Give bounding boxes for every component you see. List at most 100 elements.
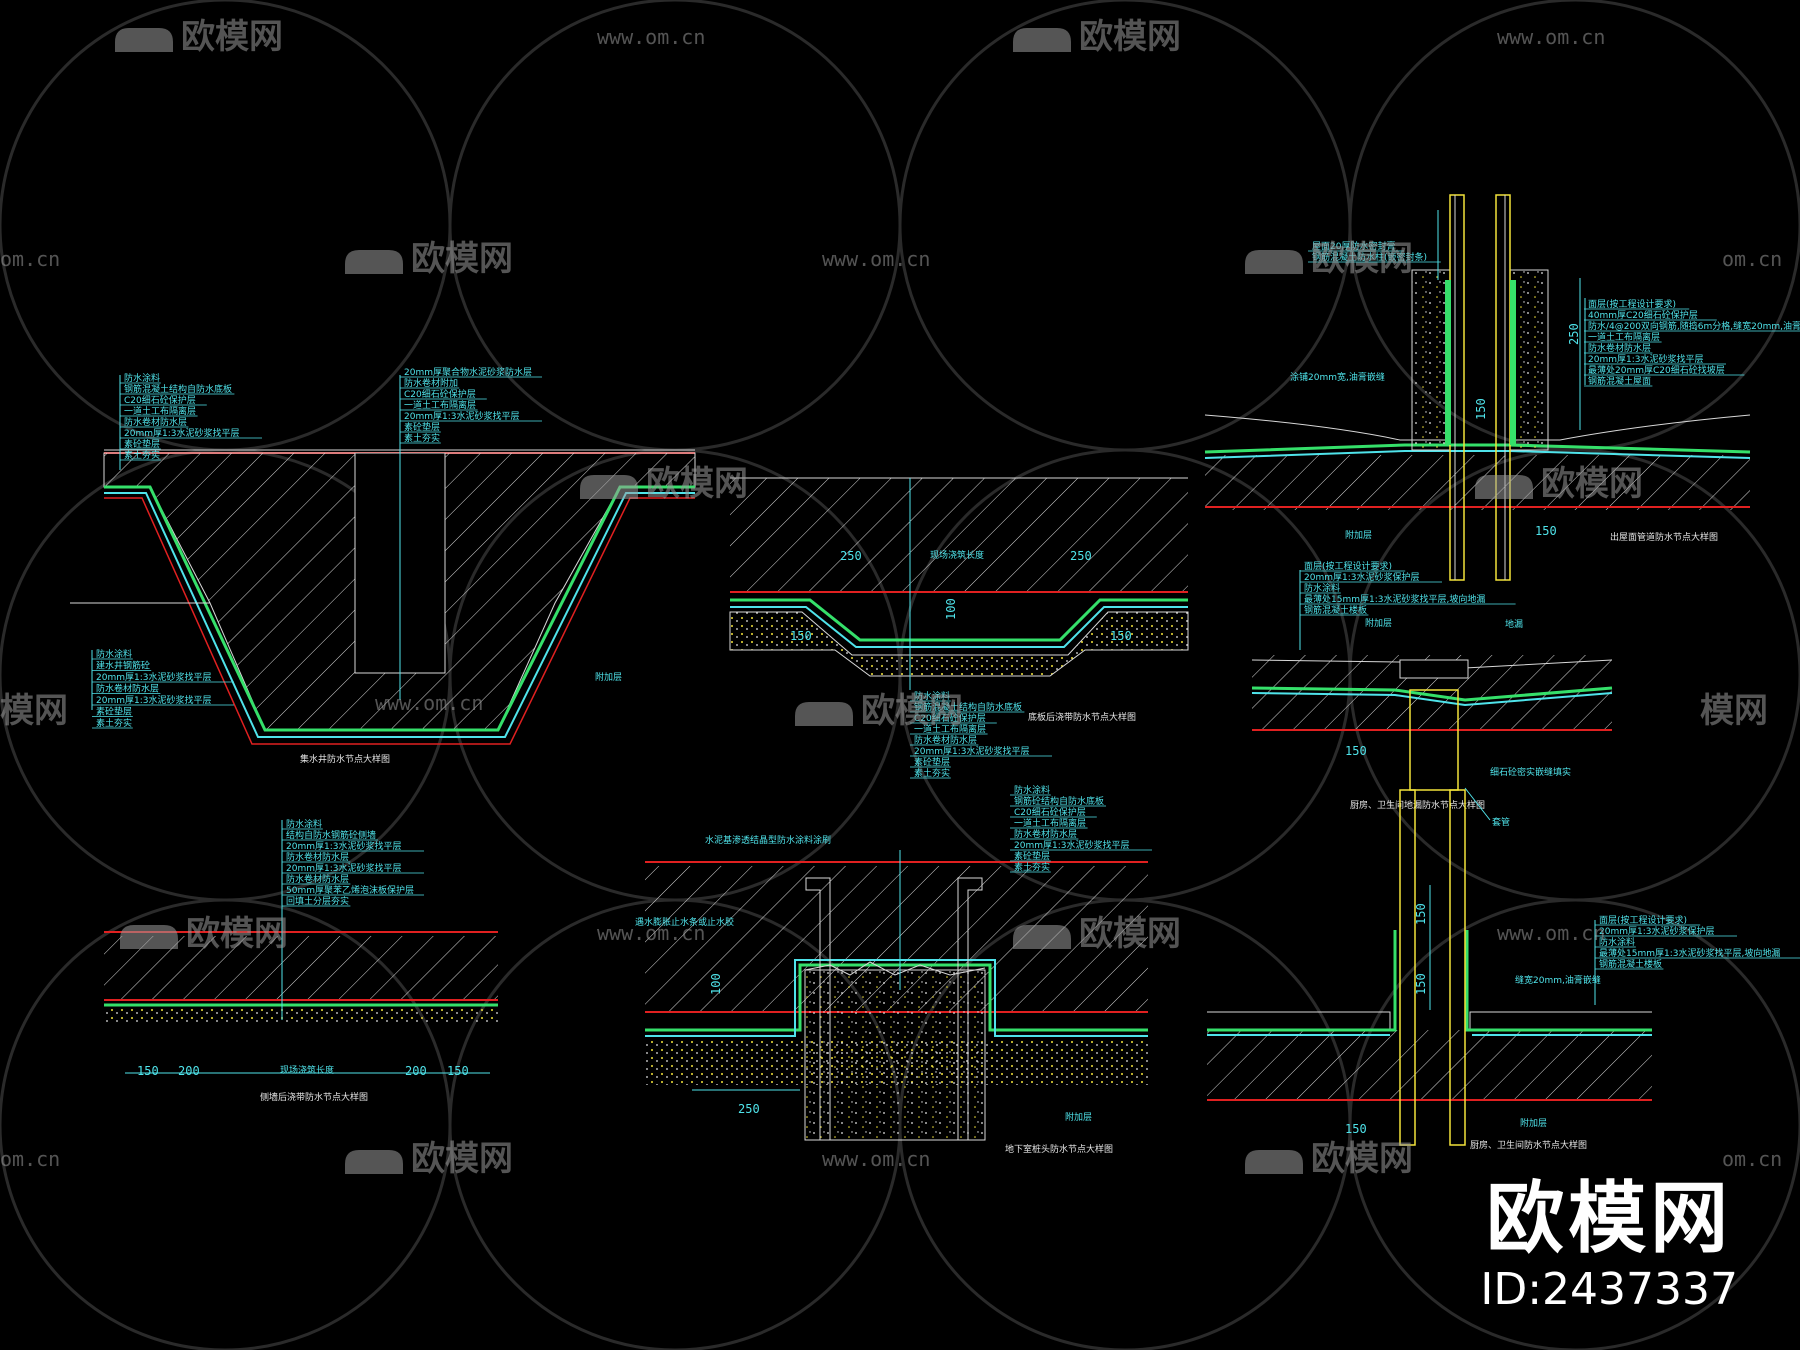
watermark-text: www.om.cn — [1497, 921, 1605, 945]
slab-dim-1: 250 — [840, 549, 862, 563]
watermark-text: 模网 — [1700, 691, 1768, 731]
wall-dim-4: 200 — [405, 1064, 427, 1078]
leader-label: 素土夯实 — [404, 432, 440, 444]
watermark-text: www.om.cn — [375, 691, 483, 715]
leader-label: 防水涂料 — [914, 690, 950, 702]
leader-label: 20mm厚1:3水泥砂浆保护层 — [1599, 925, 1714, 937]
leader-label: 20mm厚1:3水泥砂浆找平层 — [1588, 353, 1703, 365]
leader-label: C20细石砼保护层 — [1014, 806, 1086, 818]
leader-label: 一道土工布隔离层 — [1588, 331, 1660, 343]
wetpipe-dim-2: 150 — [1414, 973, 1428, 995]
leader-label: C20细石砼保护层 — [124, 394, 196, 406]
brand-name: 欧模网 — [1486, 1173, 1733, 1264]
leader-label: 一道土工布隔离层 — [914, 723, 986, 735]
wall-dim-5: 150 — [447, 1064, 469, 1078]
pile-leaders: 防水涂料钢筋砼结构自防水底板C20细石砼保护层一道土工布隔离层防水卷材防水层20… — [1010, 784, 1152, 873]
leader-label: 50mm厚聚苯乙烯泡沫板保护层 — [286, 884, 414, 896]
slab-title: 底板后浇带防水节点大样图 — [1028, 711, 1136, 723]
watermark-text: om.cn — [0, 247, 60, 271]
pile-dim-2: 250 — [738, 1102, 760, 1116]
watermark-logo — [115, 28, 173, 52]
leader-label: 钢筋混凝土屋面 — [1588, 375, 1651, 387]
leader-label: 回填土分层夯实 — [286, 895, 349, 907]
watermark-circle — [1348, 898, 1800, 1350]
leader-label: 钢筋砼结构自防水底板 — [1014, 795, 1104, 807]
pipe-extra-label: 附加层 — [1345, 529, 1372, 541]
pile-label-right: 附加层 — [1065, 1111, 1092, 1123]
drain-dim: 150 — [1345, 744, 1367, 758]
leader-label: 屋面20厚防水密封膏 — [1312, 240, 1395, 252]
pipe-dim-1: 250 — [1567, 323, 1581, 345]
leader-label: 最薄处15mm厚1:3水泥砂浆找平层,坡向地漏 — [1304, 593, 1485, 605]
leader-label: 建水井钢筋砼 — [96, 660, 150, 672]
watermark-text: 欧模网 — [1541, 464, 1643, 504]
brand-badge: 欧模网 ID:2437337 — [1480, 1180, 1738, 1314]
detail-post-pour-slab: 250 250 150 150 100 现场浇筑长度 底板后浇带防水节点大样图 … — [729, 477, 1189, 779]
wall-dim-2: 200 — [178, 1064, 200, 1078]
wall-dim-3: 现场浇筑长度 — [280, 1064, 334, 1076]
watermark-text: www.om.cn — [1497, 25, 1605, 49]
watermark-logo — [345, 1150, 403, 1174]
watermark-text: www.om.cn — [822, 247, 930, 271]
detail-post-pour-wall: 150 200 现场浇筑长度 200 150 侧墙后浇带防水节点大样图 防水涂料… — [104, 818, 498, 1103]
detail-pipe-roof: 250 150 150 涂铺20mm宽,油膏嵌缝 附加层 出屋面管道防水节点大样… — [1204, 194, 1800, 581]
wall-dim-1: 150 — [137, 1064, 159, 1078]
leader-label: 素土夯实 — [124, 449, 160, 461]
leader-label: 20mm厚1:3水泥砂浆找平层 — [96, 671, 211, 683]
slab-dim-2: 250 — [1070, 549, 1092, 563]
pit-leaders-top: 防水涂料钢筋混凝土结构自防水底板C20细石砼保护层一道土工布隔离层防水卷材防水层… — [120, 372, 262, 461]
watermark-logo — [580, 475, 638, 499]
watermark-text: om.cn — [1722, 247, 1782, 271]
slab-center-label: 现场浇筑长度 — [930, 549, 984, 561]
leader-label: 防水涂料 — [1599, 936, 1635, 948]
wall-title: 侧墙后浇带防水节点大样图 — [260, 1091, 368, 1103]
watermark-circle — [898, 0, 1352, 452]
wetpipe-title: 厨房、卫生间防水节点大样图 — [1470, 1139, 1587, 1151]
pipe-leaders-right: 面层(按工程设计要求)40mm厚C20细石砼保护层防水/4@200双向钢筋,随捣… — [1584, 298, 1800, 387]
leader-label: 面层(按工程设计要求) — [1304, 560, 1392, 572]
pipe-title: 出屋面管道防水节点大样图 — [1610, 531, 1718, 543]
leader-label: 防水卷材防水层 — [1014, 828, 1077, 840]
leader-label: 防水涂料 — [1304, 582, 1340, 594]
pit-leaders-mid: 20mm厚聚合物水泥砂浆防水层防水卷材附加C20细石砼保护层一道土工布隔离层20… — [400, 366, 542, 444]
watermark-text: 欧模网 — [411, 239, 513, 279]
watermark-logo — [120, 925, 178, 949]
leader-label: 面层(按工程设计要求) — [1599, 914, 1687, 926]
leader-label: 20mm厚1:3水泥砂浆找平层 — [124, 427, 239, 439]
watermark-text: 欧模网 — [1079, 914, 1181, 954]
leader-label: 素砼垫层 — [404, 421, 440, 433]
watermark-text: 欧模网 — [1079, 17, 1181, 57]
leader-label: 一道土工布隔离层 — [124, 405, 196, 417]
leader-label: 20mm厚1:3水泥砂浆找平层 — [96, 694, 211, 706]
leader-label: 钢筋混凝土结构自防水底板 — [914, 701, 1022, 713]
detail-pit: 集水井防水节点大样图 防水涂料钢筋混凝土结构自防水底板C20细石砼保护层一道土工… — [70, 366, 696, 765]
leader-label: C20细石砼保护层 — [404, 388, 476, 400]
slab-leaders: 防水涂料钢筋混凝土结构自防水底板C20细石砼保护层一道土工布隔离层防水卷材防水层… — [910, 690, 1052, 779]
detail-drain: 150 附加层 地漏 细石砼密实嵌缝填实 厨房、卫生间地漏防水节点大样图 面层(… — [1251, 560, 1613, 811]
drain-title: 厨房、卫生间地漏防水节点大样图 — [1350, 799, 1485, 811]
leader-label: 钢筋混凝土楼板 — [1599, 958, 1662, 970]
leader-label: 素砼垫层 — [96, 706, 132, 718]
leader-label: 防水卷材防水层 — [96, 683, 159, 695]
pipe-leader-left: 涂铺20mm宽,油膏嵌缝 — [1290, 371, 1385, 383]
watermark-text: om.cn — [1722, 1147, 1782, 1171]
watermark-text: 欧模网 — [861, 691, 963, 731]
leader-label: 20mm厚1:3水泥砂浆找平层 — [404, 410, 519, 422]
watermark-text: 欧模网 — [1311, 1139, 1413, 1179]
leader-label: 20mm厚聚合物水泥砂浆防水层 — [404, 366, 532, 378]
drain-label-bottom: 细石砼密实嵌缝填实 — [1490, 766, 1571, 778]
leader-label: 素土夯实 — [1014, 861, 1050, 873]
watermark-text: www.om.cn — [597, 25, 705, 49]
pipe-dim-3: 150 — [1535, 524, 1557, 538]
leader-label: 素土夯实 — [96, 717, 132, 729]
leader-label: 最薄处15mm厚1:3水泥砂浆找平层,坡向地漏 — [1599, 947, 1780, 959]
leader-label: 20mm厚1:3水泥砂浆找平层 — [914, 745, 1029, 757]
leader-label: 20mm厚1:3水泥砂浆找平层 — [286, 862, 401, 874]
wall-leaders: 防水涂料结构自防水钢筋砼侧墙20mm厚1:3水泥砂浆找平层防水卷材防水层20mm… — [282, 818, 424, 907]
drain-label-left: 附加层 — [1365, 617, 1392, 629]
leader-label: 素砼垫层 — [124, 438, 160, 450]
pile-dim-1: 100 — [709, 973, 723, 995]
watermark-logo — [795, 702, 853, 726]
